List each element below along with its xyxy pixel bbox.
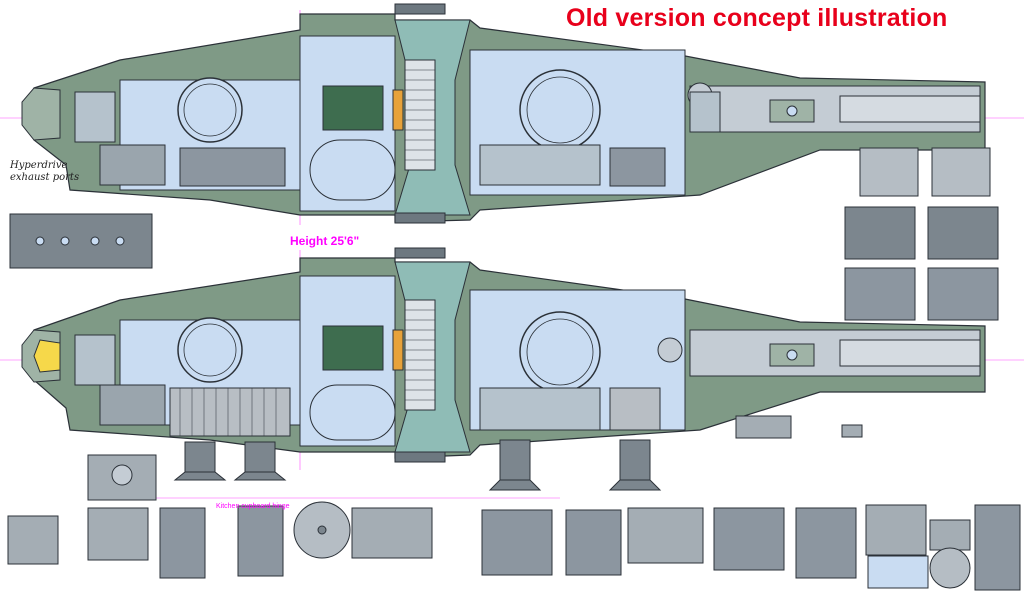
ship-view-upper — [21, 3, 986, 224]
detail-panels — [7, 147, 1021, 591]
handwritten-note: Hyperdrive exhaust ports — [10, 160, 79, 184]
handwritten-line-2: exhaust ports — [10, 172, 80, 183]
pod-right-lower — [519, 311, 601, 393]
pod-left-upper — [177, 77, 243, 143]
tank-lower — [309, 384, 396, 441]
engine-core-lower — [392, 329, 404, 371]
nose-upper — [21, 87, 61, 141]
cargo-bay-lower — [169, 387, 291, 437]
pod-left-lower — [177, 317, 243, 383]
pod-right-upper — [519, 69, 601, 151]
tank-upper — [309, 139, 396, 201]
page-headline: Old version concept illustration — [566, 4, 948, 32]
landing-gear — [173, 439, 662, 491]
height-dimension-label: Height 25'6" — [290, 234, 360, 248]
cockpit-glow — [33, 339, 61, 373]
engine-core-upper — [392, 89, 404, 131]
kitchen-note: Kitchen cupboard hinge — [216, 503, 290, 510]
handwritten-line-1: Hyperdrive — [10, 160, 68, 171]
ship-view-lower — [21, 247, 986, 491]
